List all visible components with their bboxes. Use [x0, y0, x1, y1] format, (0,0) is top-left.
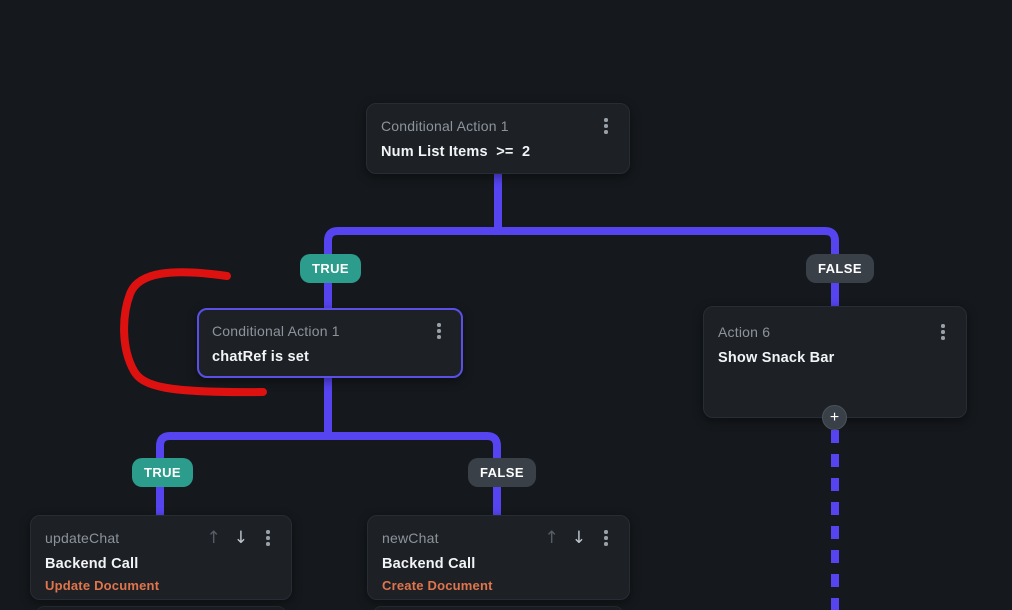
- node-title: Conditional Action 1: [381, 118, 509, 134]
- node-conditional-action-1-nested[interactable]: Conditional Action 1 chatRef is set: [197, 308, 463, 378]
- node-conditional-action-1[interactable]: Conditional Action 1 Num List Items >= 2: [366, 103, 630, 174]
- kebab-menu-icon[interactable]: [432, 322, 446, 340]
- branch-false-badge: FALSE: [468, 458, 536, 487]
- node-condition-text: chatRef is set: [212, 349, 310, 365]
- move-up-icon[interactable]: ↑: [206, 527, 221, 548]
- branch-true-badge: TRUE: [300, 254, 361, 283]
- next-node-stub: [36, 606, 286, 610]
- move-up-icon[interactable]: ↑: [544, 527, 559, 548]
- kebab-menu-icon[interactable]: [599, 117, 613, 135]
- move-down-icon[interactable]: ↓: [571, 527, 586, 548]
- node-action-text: Backend Call: [45, 556, 139, 572]
- node-action-text: Backend Call: [382, 556, 476, 572]
- branch-false-badge: FALSE: [806, 254, 874, 283]
- node-condition-text: Num List Items >= 2: [381, 144, 531, 160]
- connector-branch-2: [156, 432, 501, 517]
- connector-branch-1: [324, 227, 839, 310]
- branch-true-badge: TRUE: [132, 458, 193, 487]
- move-down-icon[interactable]: ↓: [233, 527, 248, 548]
- kebab-dots: [604, 124, 608, 128]
- kebab-menu-icon[interactable]: [599, 529, 613, 547]
- node-action-subtype: Create Document: [382, 578, 493, 593]
- add-action-button[interactable]: +: [822, 405, 847, 430]
- node-title: Conditional Action 1: [212, 323, 340, 339]
- kebab-dots: [604, 536, 608, 540]
- next-node-stub: [373, 606, 623, 610]
- node-action-6[interactable]: Action 6 Show Snack Bar: [703, 306, 967, 418]
- node-title: updateChat: [45, 530, 120, 546]
- node-new-chat[interactable]: newChat ↑ ↓ Backend Call Create Document: [367, 515, 630, 600]
- plus-icon: +: [829, 408, 840, 426]
- kebab-dots: [437, 329, 441, 333]
- node-title: Action 6: [718, 324, 771, 340]
- kebab-menu-icon[interactable]: [936, 323, 950, 341]
- node-update-chat[interactable]: updateChat ↑ ↓ Backend Call Update Docum…: [30, 515, 292, 600]
- node-action-subtype: Update Document: [45, 578, 160, 593]
- node-action-text: Show Snack Bar: [718, 350, 835, 366]
- kebab-dots: [266, 536, 270, 540]
- kebab-menu-icon[interactable]: [261, 529, 275, 547]
- kebab-dots: [941, 330, 945, 334]
- node-title: newChat: [382, 530, 439, 546]
